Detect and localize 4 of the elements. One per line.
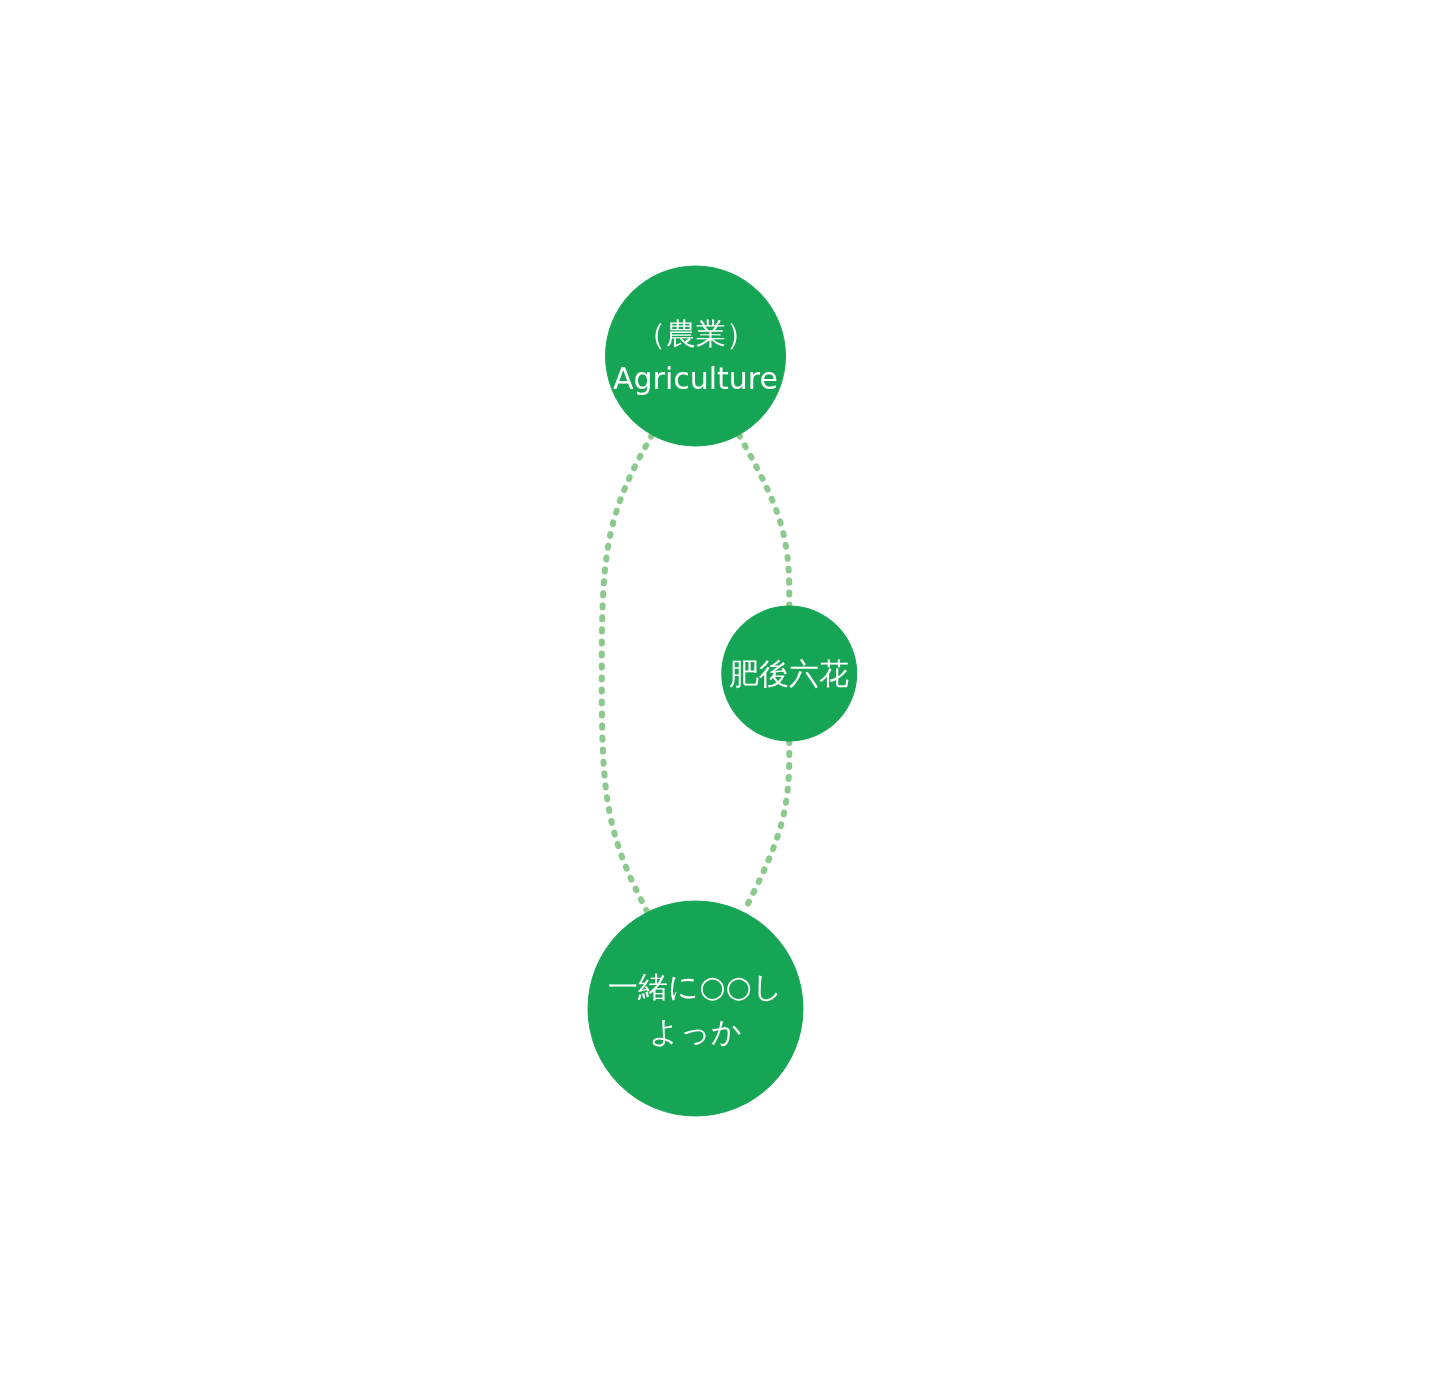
connector	[598, 431, 655, 916]
node-circle: （農業） Agriculture	[604, 265, 786, 447]
node-circle: 肥後六花	[720, 605, 857, 742]
node-circle: 一緒に○○しよっか	[587, 900, 804, 1117]
